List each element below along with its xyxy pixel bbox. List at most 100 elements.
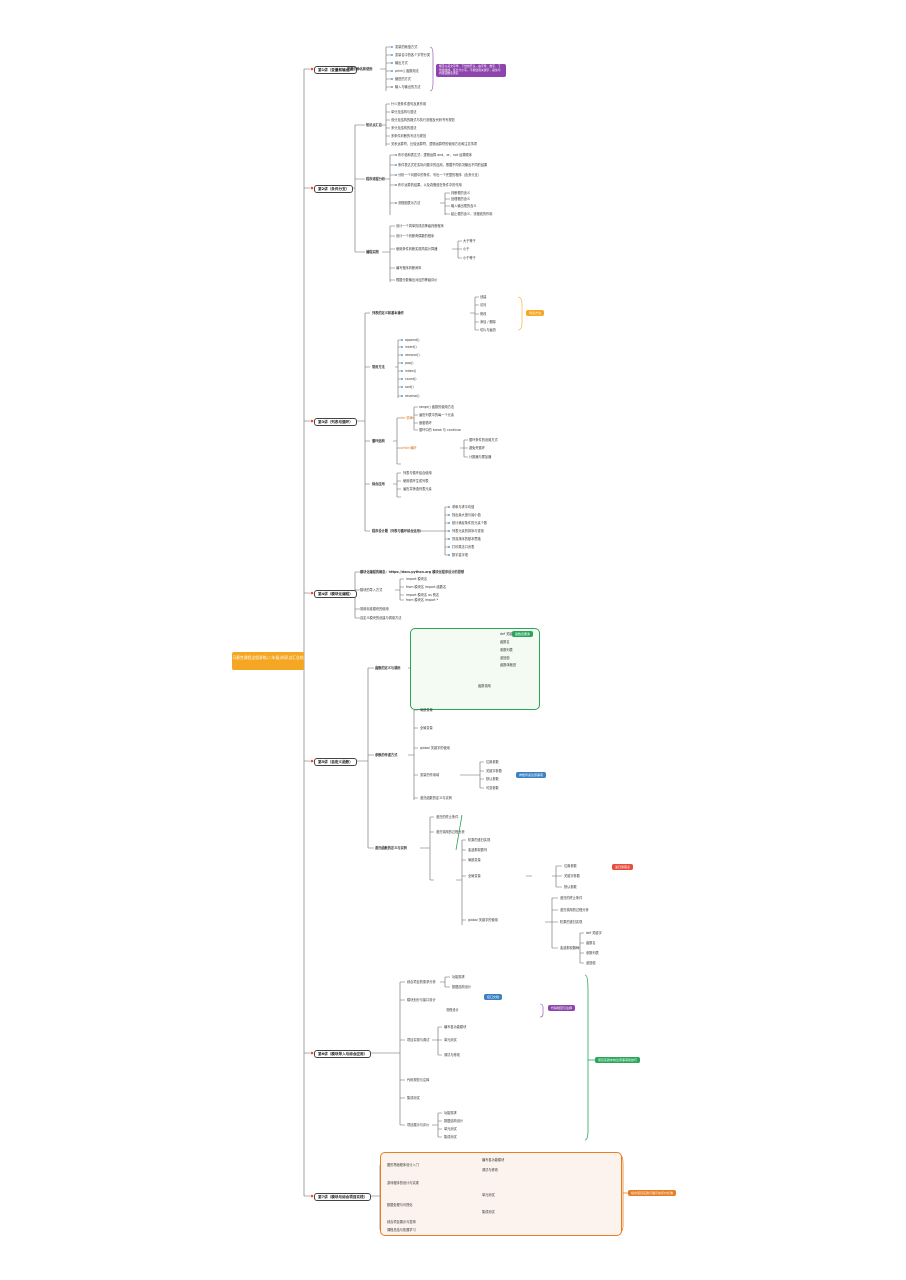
ch3-item[interactable]: 计数器与累加器 [469,455,492,459]
ch5-item[interactable]: 局部变量 [468,858,481,862]
ch5-item[interactable]: 全局变量 [468,874,481,878]
ch3-item[interactable]: 访问 [480,303,487,307]
ch3-for-loop[interactable]: for 循环 [401,416,413,420]
ch5-item[interactable]: 递归调用的过程分析 [560,908,589,912]
ch5-item[interactable]: 默认参数 [564,885,577,889]
ch3-method[interactable]: reverse() [405,394,420,398]
ch7-sub[interactable]: 调试与修改 [482,1168,498,1172]
ch1-branch[interactable]: 变量的命名和使用 [347,67,373,71]
ch2-item[interactable]: 单分支结构与语法 [391,110,417,114]
ch1-item[interactable]: 变量名中的各个字符分类 [395,53,431,57]
ch3-method[interactable]: sort() [405,385,414,389]
ch6-item[interactable]: 调试与修改 [444,1053,460,1057]
ch5-item[interactable]: def 关键字 [586,931,602,935]
ch5-item[interactable]: 阶乘的递归实现 [468,838,491,842]
ch7-sub[interactable]: 单元测试 [482,1193,495,1197]
ch2-item[interactable]: 编写程序判断闰年 [396,266,422,270]
ch5-item[interactable]: 关键字参数 [486,769,502,773]
ch3-item[interactable]: 列表与循环结合使用 [403,471,432,475]
ch6-item[interactable]: 流程设计 [446,1008,459,1012]
chapter-6[interactable]: 第6讲（模块导入与综合应用） [314,1050,372,1058]
ch7-sub[interactable]: 集成测试 [482,1210,495,1214]
ch6-item[interactable]: 集成测试 [407,1096,420,1100]
ch5-branch-3[interactable]: 变量的作用域 [420,773,440,777]
ch5-item[interactable]: 默认参数 [486,777,499,781]
ch3-item[interactable]: 使用循环生成列表 [403,479,429,483]
ch1-item[interactable]: 输出方式 [395,61,408,65]
ch5-item[interactable]: 参数列表 [500,648,513,652]
ch4-branch-3[interactable]: 自定义模块的创建与调用方法 [360,616,402,620]
root-topic[interactable]: 马赛克课程全程讲练(二年级)知识点汇总结 [232,652,304,670]
ch5-item[interactable]: 位置参数 [564,864,577,868]
chapter-4[interactable]: 第4讲（模块化编程） [314,590,357,598]
ch5-item[interactable]: 返回值 [500,656,510,660]
ch3-method[interactable]: pop() [405,361,414,365]
ch3-branch-4[interactable]: 程序设计题（列表与循环综合运用） [372,529,423,533]
ch5-item[interactable]: 返回值 [586,961,596,965]
ch5-subitem[interactable]: global 关键字的使用 [420,746,450,750]
ch6-branch-4[interactable]: 代码规范与注释 [407,1078,430,1082]
ch5-item[interactable]: 可变参数 [486,786,499,790]
ch7-branch-4[interactable]: 综合项目展示与答辩 [387,1220,416,1224]
ch6-item[interactable]: 单元测试 [444,1127,457,1131]
ch5-subitem[interactable]: 全局变量 [420,726,433,730]
chapter-7[interactable]: 第7讲（模块与综合项目实践） [314,1193,372,1201]
ch1-item[interactable]: 输入与输出的方法 [395,85,421,89]
ch5-item[interactable]: 递归的终止条件 [436,815,459,819]
ch2-branch-3[interactable]: 编程实践 [366,250,379,254]
ch3-item[interactable]: 循环条件的设置方式 [469,438,498,442]
ch4-concept[interactable]: 模块化编程的概念：https://docs.python.org 模块化程序设计… [360,570,465,574]
chapter-1[interactable]: 第1讲（变量和输出） [314,66,357,74]
ch5-item[interactable]: 递归的终止条件 [560,896,583,900]
ch7-branch-2[interactable]: 游戏程序的设计与实现 [387,1181,419,1185]
ch4-branch-2[interactable]: 常用标准模块的使用 [360,607,389,611]
ch2-item[interactable]: 布尔运算的结果，以及真假值在条件中的作用 [398,183,462,187]
ch5-item[interactable]: def 关键字 [500,632,516,636]
ch5-branch-2[interactable]: 参数的传递方式 [375,753,398,757]
ch1-item[interactable]: 变量的赋值方式 [395,45,418,49]
ch3-item[interactable]: 找出最大值与最小值 [452,513,481,517]
ch5-item[interactable]: 递归调用的过程分析 [436,830,465,834]
ch5-branch-4[interactable]: 递归函数的定义与实例 [375,846,407,850]
ch3-branch-2[interactable]: 循环结构 [372,439,385,443]
ch6-item[interactable]: 集成测试 [444,1135,457,1139]
ch3-item[interactable]: range() 函数的使用方法 [419,405,455,409]
ch3-item[interactable]: 统计满足条件的元素个数 [452,521,488,525]
ch3-item[interactable]: 列表元素的排序与查找 [452,529,484,533]
ch2-subitem[interactable]: 判断框的含义 [451,191,471,195]
ch6-item[interactable]: 单元测试 [444,1038,457,1042]
ch2-subbranch[interactable]: 流程图表示方法 [398,201,421,205]
ch3-item[interactable]: 嵌套循环 [419,421,432,425]
ch3-item[interactable]: 遍历列表中的每一个元素 [419,413,455,417]
ch3-branch-1[interactable]: 常用方法 [372,365,385,369]
ch5-item[interactable]: 函数名 [586,941,596,945]
ch3-method[interactable]: insert() [405,345,417,349]
ch4-branch-1[interactable]: 模块的导入方式 [360,588,383,592]
ch3-branch-3[interactable]: 综合应用 [372,482,385,486]
ch5-item[interactable]: 函数名 [500,640,510,644]
ch7-branch-1[interactable]: 图形界面程序设计入门 [387,1163,419,1167]
ch6-branch-1[interactable]: 综合项目的需求分析 [407,980,436,984]
ch2-branch-1[interactable]: 知识点汇总 [366,123,382,127]
ch6-item[interactable]: 功能需求 [444,1111,457,1115]
ch3-item[interactable]: 修改 [480,312,487,316]
ch2-subitem[interactable]: 小于 [463,247,470,251]
ch2-subitem[interactable]: 起止框的含义，流程线的作用 [451,212,493,216]
ch2-item[interactable]: 设计一个判断奇偶数的程序 [396,234,435,238]
ch2-item[interactable]: 关系运算符、比较运算符、逻辑运算符的使用方法和注意事项 [391,142,478,146]
ch2-item[interactable]: 分析一个问题中的条件，写出一个完整的程序（含多分支） [398,173,481,177]
ch2-subitem[interactable]: 处理框的含义 [451,197,471,201]
ch3-item[interactable]: 循环中的 break 与 continue [419,428,461,432]
ch2-branch-2[interactable]: 程序流程分析 [366,177,386,181]
ch3-while-loop[interactable]: while 循环 [401,446,417,450]
ch6-branch-5[interactable]: 项目展示与评价 [407,1123,430,1127]
ch2-subitem[interactable]: 小于等于 [463,256,476,260]
chapter-2[interactable]: 第2讲（条件分支） [314,185,354,193]
ch2-item[interactable]: 设计一个简单的成绩等级判断程序 [396,224,444,228]
ch2-subitem[interactable]: 输入输出框的含义 [451,204,477,208]
ch1-item[interactable]: print() 函数用法 [395,69,419,73]
ch3-item[interactable]: 切片与遍历 [480,328,496,332]
ch6-item[interactable]: 功能需求 [452,975,465,979]
ch3-item[interactable]: 数字金字塔 [452,553,468,557]
ch2-item[interactable]: 布尔值和表达式：逻辑运算 and、or、not 运算顺序 [398,153,472,157]
